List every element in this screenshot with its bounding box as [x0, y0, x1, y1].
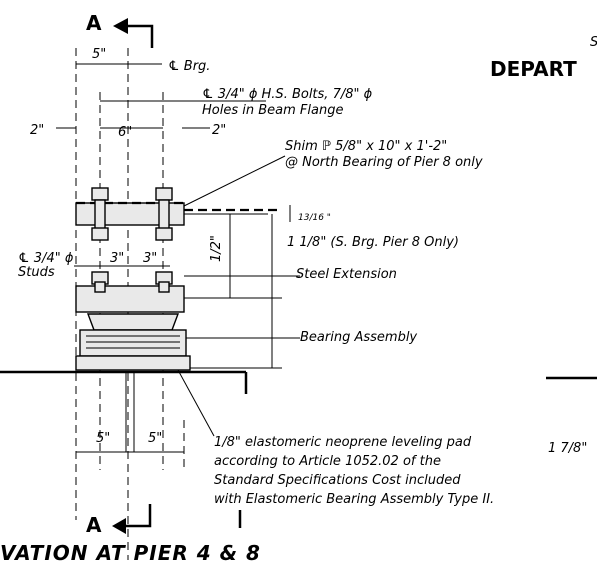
note-line1: 1/8" elastomeric neoprene leveling pad — [214, 435, 472, 450]
studs-callout: ℄ 3/4" ϕ Studs 3" 3" — [18, 251, 170, 280]
arrow-left-icon — [112, 518, 126, 534]
bolts-callout: ℄ 3/4" ϕ H.S. Bolts, 7/8" ϕ Holes in Bea… — [202, 87, 373, 118]
header-fragment: DEPART — [490, 57, 577, 81]
bolt-top-left — [91, 187, 109, 241]
dim-bottom-5-right-label: 5" — [148, 431, 162, 446]
bolts-label-line2: Holes in Beam Flange — [202, 103, 343, 118]
note-line2: according to Article 1052.02 of the — [214, 454, 441, 469]
dimension-top-5: 5" ℄ Brg. — [75, 47, 210, 560]
right-edge-dim-label: 1 7/8" — [548, 441, 587, 456]
section-mark-bottom: A — [86, 504, 242, 537]
pier-top-line — [0, 370, 597, 394]
dim-3-right-label: 3" — [143, 251, 157, 266]
dim-2-right-label: 2" — [212, 123, 226, 138]
leveling-pad-note: 1/8" elastomeric neoprene leveling pad a… — [214, 435, 494, 507]
shim-callout: Shim ℙ 5/8" x 10" x 1'-2" @ North Bearin… — [183, 139, 483, 207]
steel-extension-plate: Steel Extension — [75, 267, 397, 313]
s-brg-label: 1 1/8" (S. Brg. Pier 8 Only) — [287, 235, 459, 250]
shim-label-line2: @ North Bearing of Pier 8 only — [285, 155, 483, 170]
dim-3-left-label: 3" — [110, 251, 124, 266]
dim-bottom-5-left-label: 5" — [96, 431, 110, 446]
header-edge-char: S — [590, 35, 597, 50]
dim-2-left-label: 2" — [30, 123, 44, 138]
shim-label-line1: Shim ℙ 5/8" x 10" x 1'-2" — [285, 139, 447, 154]
dimension-bottom: 5" 5" — [76, 420, 185, 470]
note-line4: with Elastomeric Bearing Assembly Type I… — [214, 492, 494, 507]
dim-13-16-label: 13/16 " — [298, 213, 331, 223]
note-line3: Standard Specifications Cost included — [214, 473, 461, 488]
dimension-6: 6" 2" 2" — [30, 92, 266, 470]
right-dims: 13/16 " 1/2" — [184, 205, 331, 369]
section-letter-top: A — [86, 11, 102, 35]
cl-brg-label: ℄ Brg. — [168, 59, 210, 74]
anchor-rod — [125, 372, 135, 452]
dim-6-label: 6" — [118, 125, 132, 140]
dim-half-label: 1/2" — [209, 235, 224, 262]
section-cut-line-bottom — [120, 504, 152, 528]
section-mark-top: A — [86, 11, 154, 48]
section-letter-bottom: A — [86, 513, 102, 537]
dim-top-5-label: 5" — [92, 47, 106, 62]
bolt-top-right — [155, 187, 173, 241]
elevation-title: VATION AT PIER 4 & 8 — [0, 541, 261, 565]
studs-label-line1: ℄ 3/4" ϕ — [18, 251, 74, 266]
bolts-label-line1: ℄ 3/4" ϕ H.S. Bolts, 7/8" ϕ — [202, 87, 373, 102]
steel-extension-label: Steel Extension — [296, 267, 397, 282]
note-leader — [177, 369, 215, 437]
bearing-assembly: Bearing Assembly — [75, 313, 417, 371]
bearing-assembly-label: Bearing Assembly — [300, 330, 417, 345]
section-cut-line-top — [120, 24, 154, 48]
upper-plate — [75, 201, 280, 226]
studs-label-line2: Studs — [18, 265, 55, 280]
